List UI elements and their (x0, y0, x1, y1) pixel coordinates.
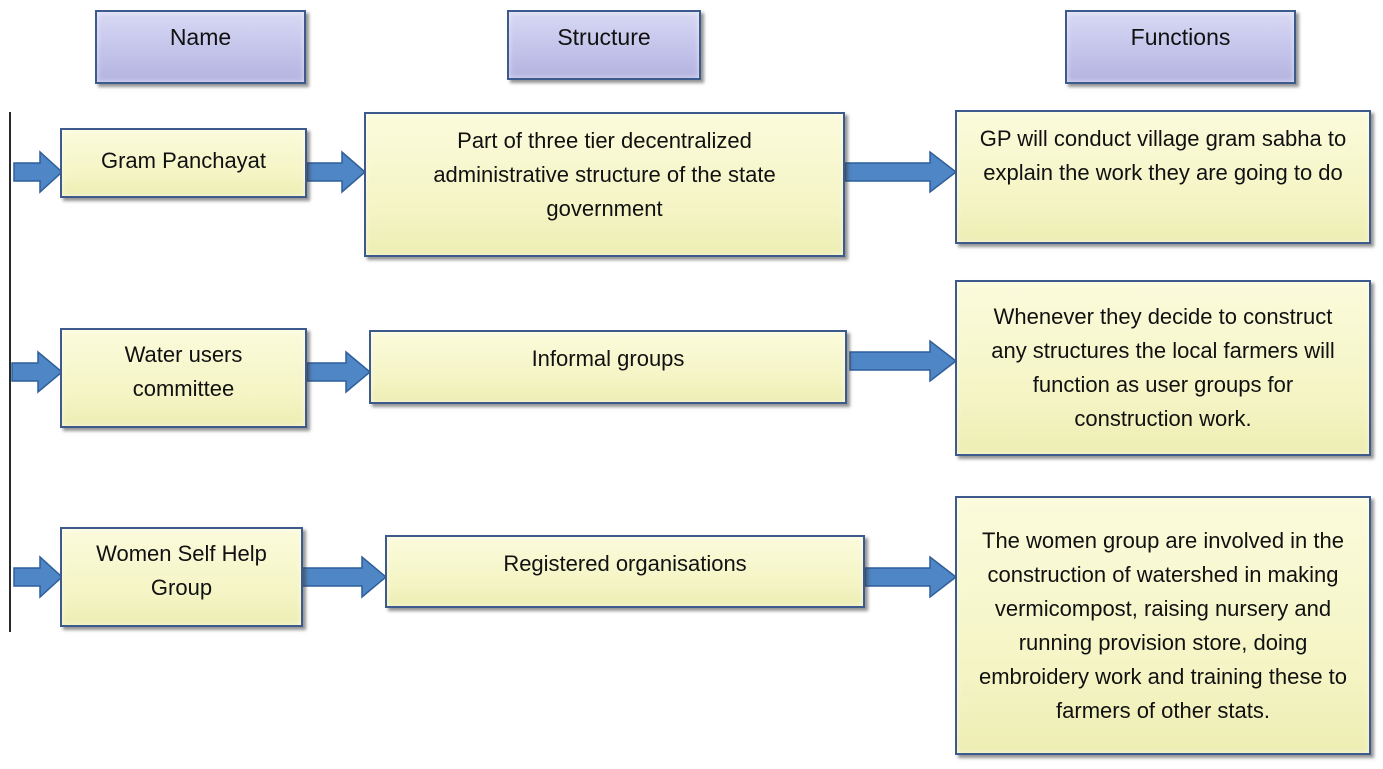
arrow-row1-to-structure (306, 150, 367, 194)
arrow-row3-to-name (13, 555, 64, 599)
row2-function-text: Whenever they decide to construct any st… (991, 304, 1335, 431)
arrow-row3-to-function (864, 555, 958, 599)
row3-structure-box: Registered organisations (385, 535, 865, 608)
row3-name-text: Women Self Help Group (96, 541, 267, 600)
row2-structure-box: Informal groups (369, 330, 847, 404)
row1-name-text: Gram Panchayat (100, 148, 267, 173)
arrow-row3-to-structure (301, 555, 388, 599)
header-structure: Structure (507, 10, 701, 80)
row1-function-text: GP will conduct village gram sabha to ex… (979, 126, 1347, 185)
header-functions: Functions (1065, 10, 1296, 84)
row2-structure-text: Informal groups (531, 346, 685, 371)
row3-function-text: The women group are involved in the cons… (978, 527, 1348, 723)
arrow-row2-to-structure (306, 350, 372, 394)
row3-function-box: The women group are involved in the cons… (955, 496, 1371, 755)
row2-name-box: Water users committee (60, 328, 307, 428)
row3-structure-text: Registered organisations (503, 551, 747, 576)
arrow-row1-to-name (13, 150, 64, 194)
row2-name-text: Water users committee (124, 342, 243, 401)
row3-name-box: Women Self Help Group (60, 527, 303, 627)
header-functions-label: Functions (1130, 24, 1231, 50)
left-connector-line (9, 112, 11, 632)
row1-structure-box: Part of three tier decentralized adminis… (364, 112, 845, 257)
arrow-row2-to-name (11, 350, 64, 394)
arrow-row2-to-function (849, 339, 958, 383)
row1-structure-text: Part of three tier decentralized adminis… (433, 128, 776, 221)
row2-function-box: Whenever they decide to construct any st… (955, 280, 1371, 456)
header-name-label: Name (169, 24, 232, 50)
arrow-row1-to-function (844, 150, 958, 194)
row1-function-box: GP will conduct village gram sabha to ex… (955, 110, 1371, 244)
header-structure-label: Structure (557, 24, 651, 50)
row1-name-box: Gram Panchayat (60, 128, 307, 198)
header-name: Name (95, 10, 306, 84)
